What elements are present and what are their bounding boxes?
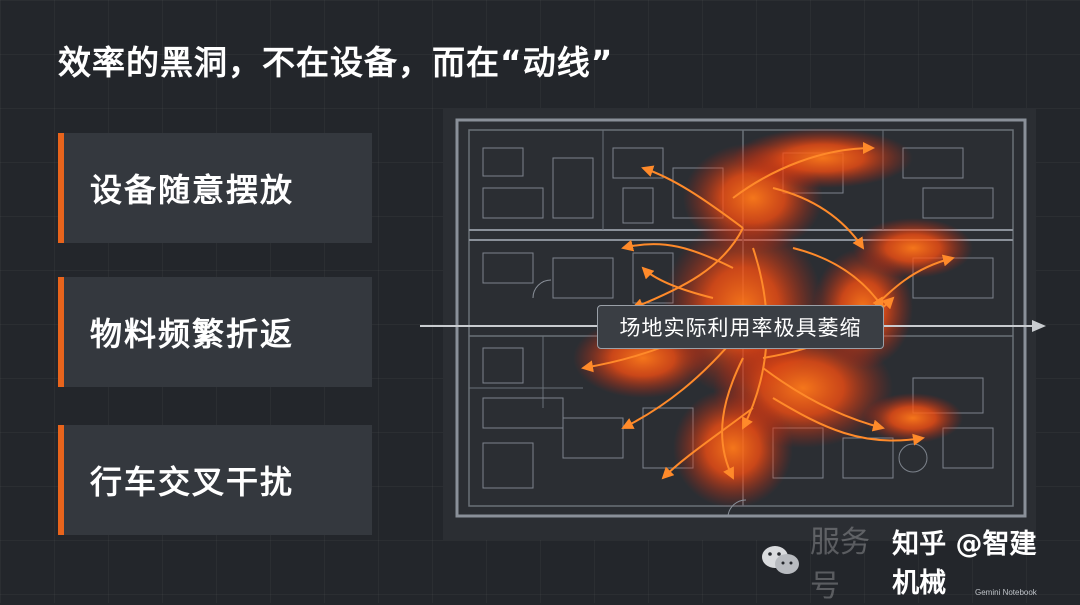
equipment-block [482,147,524,177]
equipment-block [482,252,534,284]
door-symbol [532,279,552,299]
equipment-block [482,187,544,219]
equipment-block [482,442,534,489]
equipment-block [562,417,624,459]
equipment-block [482,347,524,384]
slide-title: 效率的黑洞，不在设备，而在“动线” [58,43,614,82]
equipment-circle [898,443,928,473]
watermark-text: 知乎 @智建机械 [892,529,1037,599]
problem-card-label: 设备随意摆放 [90,171,295,209]
brand-label: Gemini Notebook [975,588,1037,597]
equipment-block [612,147,664,179]
problem-card-layout: 设备随意摆放 [58,133,372,243]
equipment-block [922,187,994,219]
problem-card-label: 行车交叉干扰 [90,463,295,501]
watermark: 服务号 知乎 @智建机械 [760,525,1060,604]
problem-card-label: 物料频繁折返 [90,315,295,353]
equipment-block [482,397,564,429]
equipment-block [552,157,594,219]
equipment-block [842,437,894,479]
wechat-icon [760,543,802,579]
door-symbol [727,499,747,517]
equipment-block [902,147,964,179]
equipment-block [552,257,614,299]
flow-arrow-head [1032,320,1046,332]
equipment-block [622,187,654,224]
problem-card-material: 物料频繁折返 [58,277,372,387]
utilization-callout: 场地实际利用率极具萎缩 [597,305,884,349]
outer-wall [455,118,1027,518]
equipment-block [942,427,994,469]
problem-card-crane: 行车交叉干扰 [58,425,372,535]
watermark-faint-text: 服务号 [810,525,870,604]
